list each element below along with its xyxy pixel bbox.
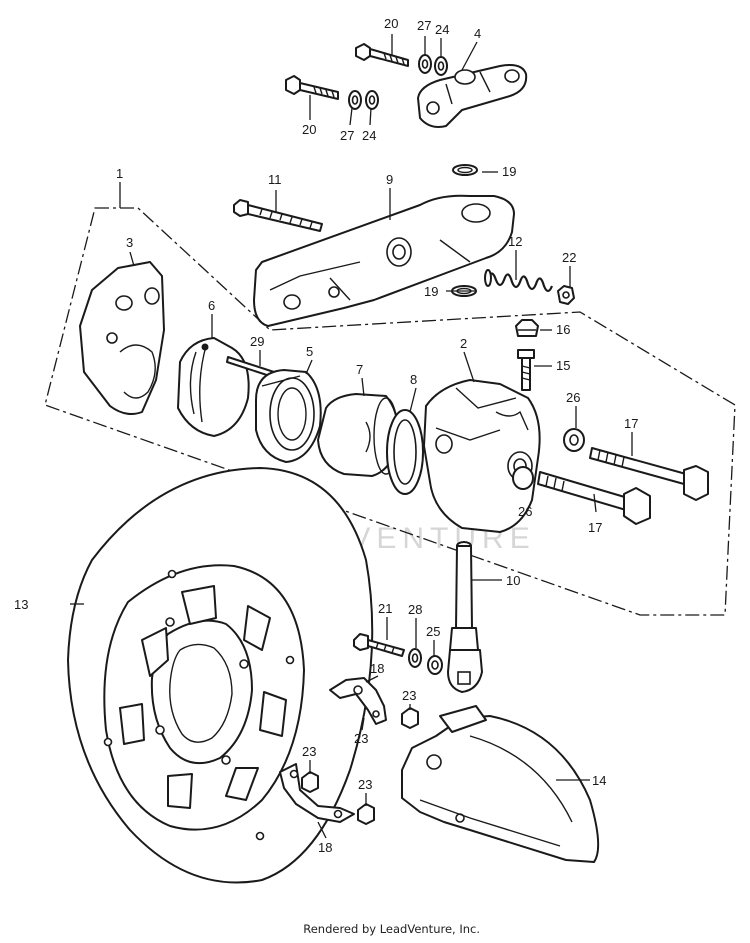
callout-23: 23 [402,688,416,703]
bolt-11 [233,199,323,232]
lock-plate-18-upper [329,677,387,725]
footer-credit: Rendered by LeadVenture, Inc. [303,922,480,936]
bolt-17-lower [537,471,651,525]
lock-plate-18-lower [279,763,355,823]
callout-19: 19 [424,284,438,299]
washer-26-lower [512,466,534,490]
washer-25 [427,655,443,675]
washers-27-24-upper [418,54,448,76]
callout-3: 3 [126,235,133,250]
callout-23: 23 [354,731,368,746]
bolt-21 [353,633,405,657]
cap-16 [515,319,539,337]
callout-21: 21 [378,601,392,616]
callout-8: 8 [410,372,417,387]
callout-26: 26 [566,390,580,405]
callout-14: 14 [592,773,606,788]
callout-2: 2 [460,336,467,351]
callout-7: 7 [356,362,363,377]
callout-23: 23 [302,744,316,759]
callout-10: 10 [506,573,520,588]
callout-1: 1 [116,166,123,181]
callout-15: 15 [556,358,570,373]
callout-18: 18 [318,840,332,855]
washer-26-upper [563,428,585,452]
callout-16: 16 [556,322,570,337]
washer-28 [408,648,422,668]
o-ring-19-upper [452,164,478,176]
guard-14 [401,705,600,863]
bolt-20-upper [355,43,409,67]
seal-8 [386,409,424,495]
callout-22: 22 [562,250,576,265]
callout-28: 28 [408,602,422,617]
nut-23-c [357,803,375,825]
bleeder-15 [517,349,535,391]
bracket-plate-3 [79,261,165,415]
callout-4: 4 [474,26,481,41]
callout-18: 18 [370,661,384,676]
nut-22 [557,285,575,305]
callout-20: 20 [302,122,316,137]
piston-seal-5 [255,369,322,463]
callout-12: 12 [508,234,522,249]
callout-20: 20 [384,16,398,31]
callout-6: 6 [208,298,215,313]
pin-10 [447,541,483,693]
bolt-17-upper [589,447,709,501]
pad-6 [177,337,250,437]
callout-9: 9 [386,172,393,187]
callout-17: 17 [624,416,638,431]
washers-27-24-lower [348,90,379,110]
callout-26: 26 [518,504,532,519]
callout-23: 23 [358,777,372,792]
callout-17: 17 [588,520,602,535]
spring-12 [484,269,554,293]
nut-23-b [301,771,319,793]
callout-25: 25 [426,624,440,639]
leader-lines [70,34,633,839]
callout-27: 27 [340,128,354,143]
bracket-4 [417,64,528,128]
arm-9 [253,194,515,327]
bolt-20-lower [285,75,339,100]
callout-19: 19 [502,164,516,179]
callout-11: 11 [268,172,282,187]
callout-13: 13 [14,597,28,612]
callout-labels: 20 27 24 4 20 27 24 19 11 9 1 3 12 22 19… [14,16,638,855]
callout-29: 29 [250,334,264,349]
callout-24: 24 [435,22,449,37]
nut-23-a [401,707,419,729]
piston-7 [317,393,400,477]
callout-27: 27 [417,18,431,33]
callout-24: 24 [362,128,376,143]
callout-5: 5 [306,344,313,359]
